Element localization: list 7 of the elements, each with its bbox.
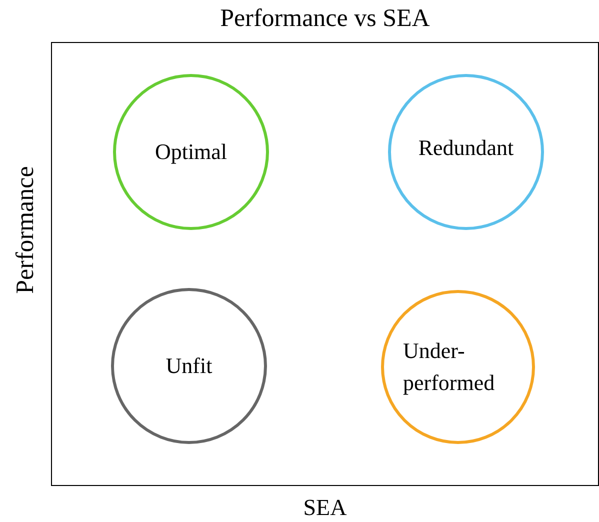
category-label: Unfit <box>166 352 212 380</box>
category-label: Optimal <box>154 138 228 166</box>
axis-label: SEA <box>302 494 348 522</box>
category-label: Redundant <box>418 134 514 162</box>
axis-label: Performance <box>11 166 40 294</box>
chart-title: Performance vs SEA <box>219 4 431 34</box>
category-label: Under-performed <box>403 337 496 397</box>
